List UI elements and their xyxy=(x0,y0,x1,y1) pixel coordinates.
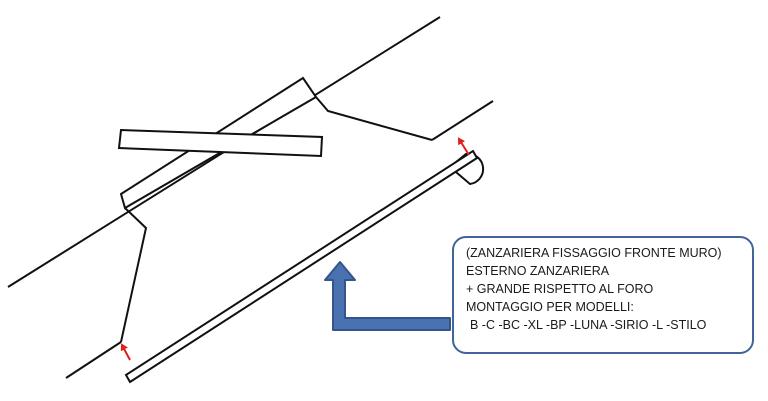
note-line-larger: + GRANDE RISPETTO AL FORO xyxy=(466,282,654,296)
opening-profile-left xyxy=(120,207,148,343)
note-box: (ZANZARIERA FISSAGGIO FRONTE MURO) ESTER… xyxy=(452,236,754,354)
red-arrow-right xyxy=(457,137,470,156)
note-line-title: (ZANZARIERA FISSAGGIO FRONTE MURO) xyxy=(466,246,722,260)
note-line-models: B -C -BC -XL -BP -LUNA -SIRIO -L -STILO xyxy=(470,318,707,332)
wall-line-lower-left xyxy=(65,341,122,379)
window-bar xyxy=(117,128,324,158)
red-arrow-left xyxy=(120,343,131,361)
pointer-arrow-icon xyxy=(324,261,451,331)
wall-line-lower-right xyxy=(431,100,494,141)
note-line-external: ESTERNO ZANZARIERA xyxy=(466,264,610,278)
screen-bar xyxy=(124,149,479,384)
opening-profile-right xyxy=(315,96,433,141)
note-line-mounting: MONTAGGIO PER MODELLI: xyxy=(466,300,634,314)
